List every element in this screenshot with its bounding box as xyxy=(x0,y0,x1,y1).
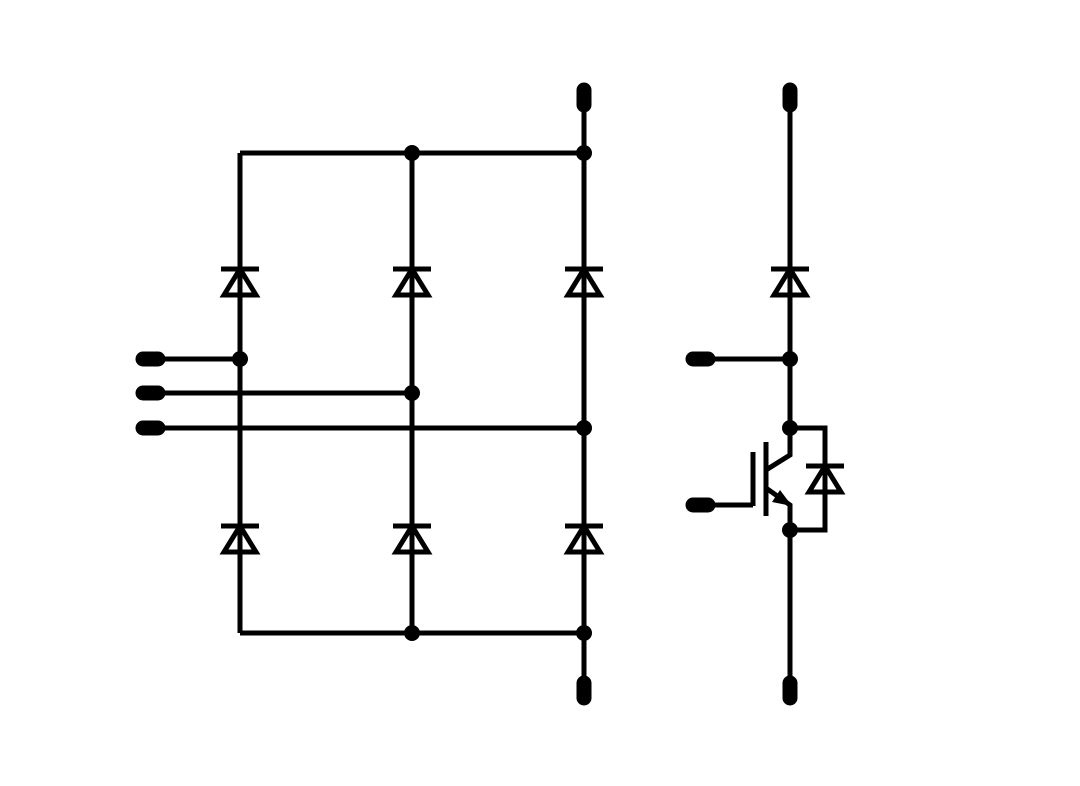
brake-chopper xyxy=(685,82,846,706)
rectifier-diodes xyxy=(219,264,605,555)
diode-lower-leg-3 xyxy=(563,521,605,555)
diode-lower-leg-2 xyxy=(391,521,433,555)
junction-dot xyxy=(576,625,592,641)
rectifier-junctions xyxy=(232,145,592,641)
diode-upper-leg-3 xyxy=(563,264,605,298)
igbt-collector-lead xyxy=(764,428,793,473)
diode-upper-leg-2 xyxy=(391,264,433,298)
junction-dot xyxy=(404,625,420,641)
junction-dot xyxy=(782,420,798,436)
junction-dot xyxy=(782,522,798,538)
rectifier-terminals xyxy=(135,82,592,706)
junction-dot xyxy=(404,385,420,401)
igbt-emitter-arrow xyxy=(772,490,792,506)
junction-dot xyxy=(576,420,592,436)
diode-lower-leg-1 xyxy=(219,521,261,555)
junction-dot xyxy=(576,145,592,161)
chopper-diode xyxy=(769,264,811,298)
junction-dot xyxy=(404,145,420,161)
freewheeling-diode xyxy=(790,425,846,533)
rectifier-wiring xyxy=(150,98,587,690)
junction-dot xyxy=(782,351,798,367)
igbt-transistor xyxy=(700,428,793,530)
diode-upper-leg-1 xyxy=(219,264,261,298)
junction-dot xyxy=(232,351,248,367)
